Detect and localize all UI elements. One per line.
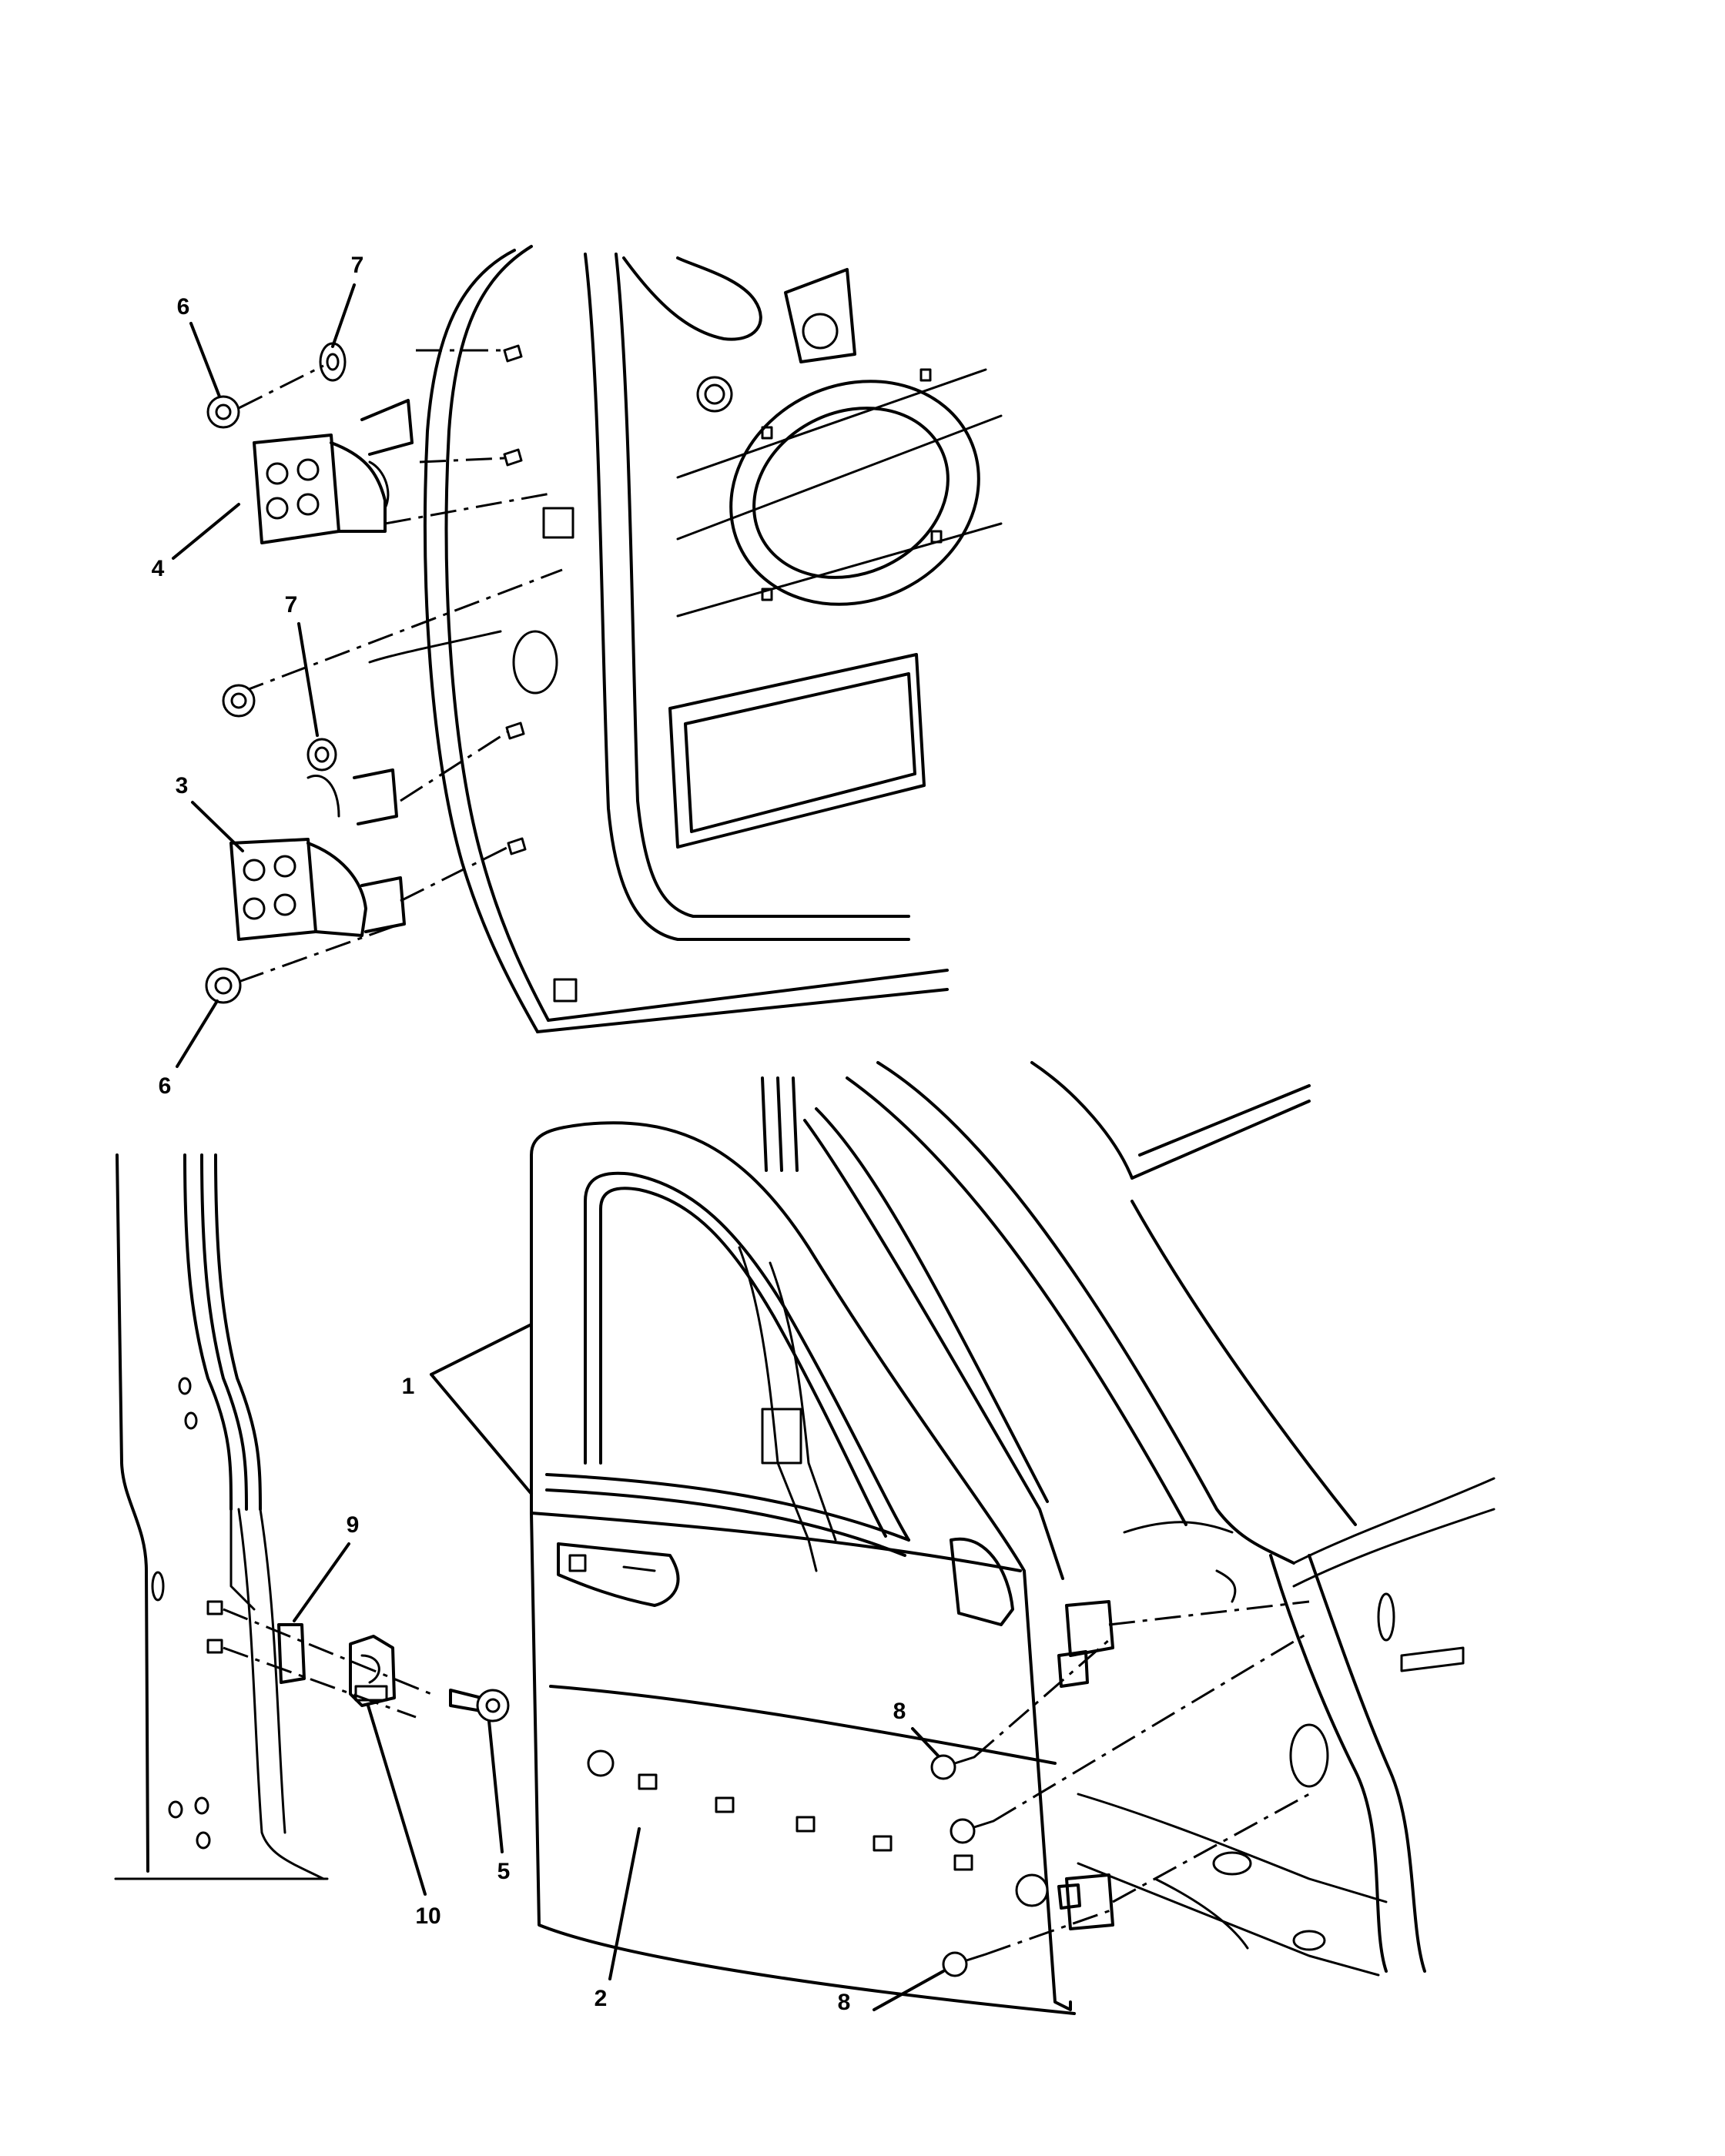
- lower-hinge: [229, 768, 406, 941]
- front-door-shell: [530, 1121, 1076, 2015]
- callout-7-lower: 7: [285, 592, 298, 618]
- callout-6-lower: 6: [159, 1073, 172, 1099]
- b-pillar-detail: [114, 1153, 329, 1880]
- callout-2: 2: [595, 1986, 608, 2011]
- vehicle-body-opening: [761, 1061, 1496, 1977]
- door-hinge-bolts: [930, 1754, 995, 1977]
- leader-lines: [172, 283, 945, 2011]
- upper-hinge-fasteners: [206, 342, 523, 467]
- callout-5: 5: [497, 1859, 511, 1884]
- callout-7-upper: 7: [351, 253, 364, 278]
- callout-1: 1: [402, 1374, 415, 1399]
- callout-8-upper: 8: [893, 1699, 906, 1724]
- callout-10: 10: [415, 1903, 440, 1929]
- lower-hinge-fasteners: [205, 684, 527, 1004]
- upper-hinge: [253, 399, 414, 544]
- callout-labels: 7 6 4 7 3 6 1 9 8 5 10 2 8: [152, 253, 906, 2015]
- callout-8-lower: 8: [838, 1990, 851, 2015]
- callout-4: 4: [152, 556, 165, 581]
- door-inner-panel-detail: [368, 245, 1003, 1033]
- callout-6-upper: 6: [177, 294, 190, 320]
- striker-screw: [449, 1689, 510, 1722]
- callout-3: 3: [176, 773, 189, 798]
- door-mounted-hinges: [1057, 1600, 1114, 1930]
- callout-9: 9: [347, 1512, 360, 1538]
- striker-shim: [277, 1623, 306, 1684]
